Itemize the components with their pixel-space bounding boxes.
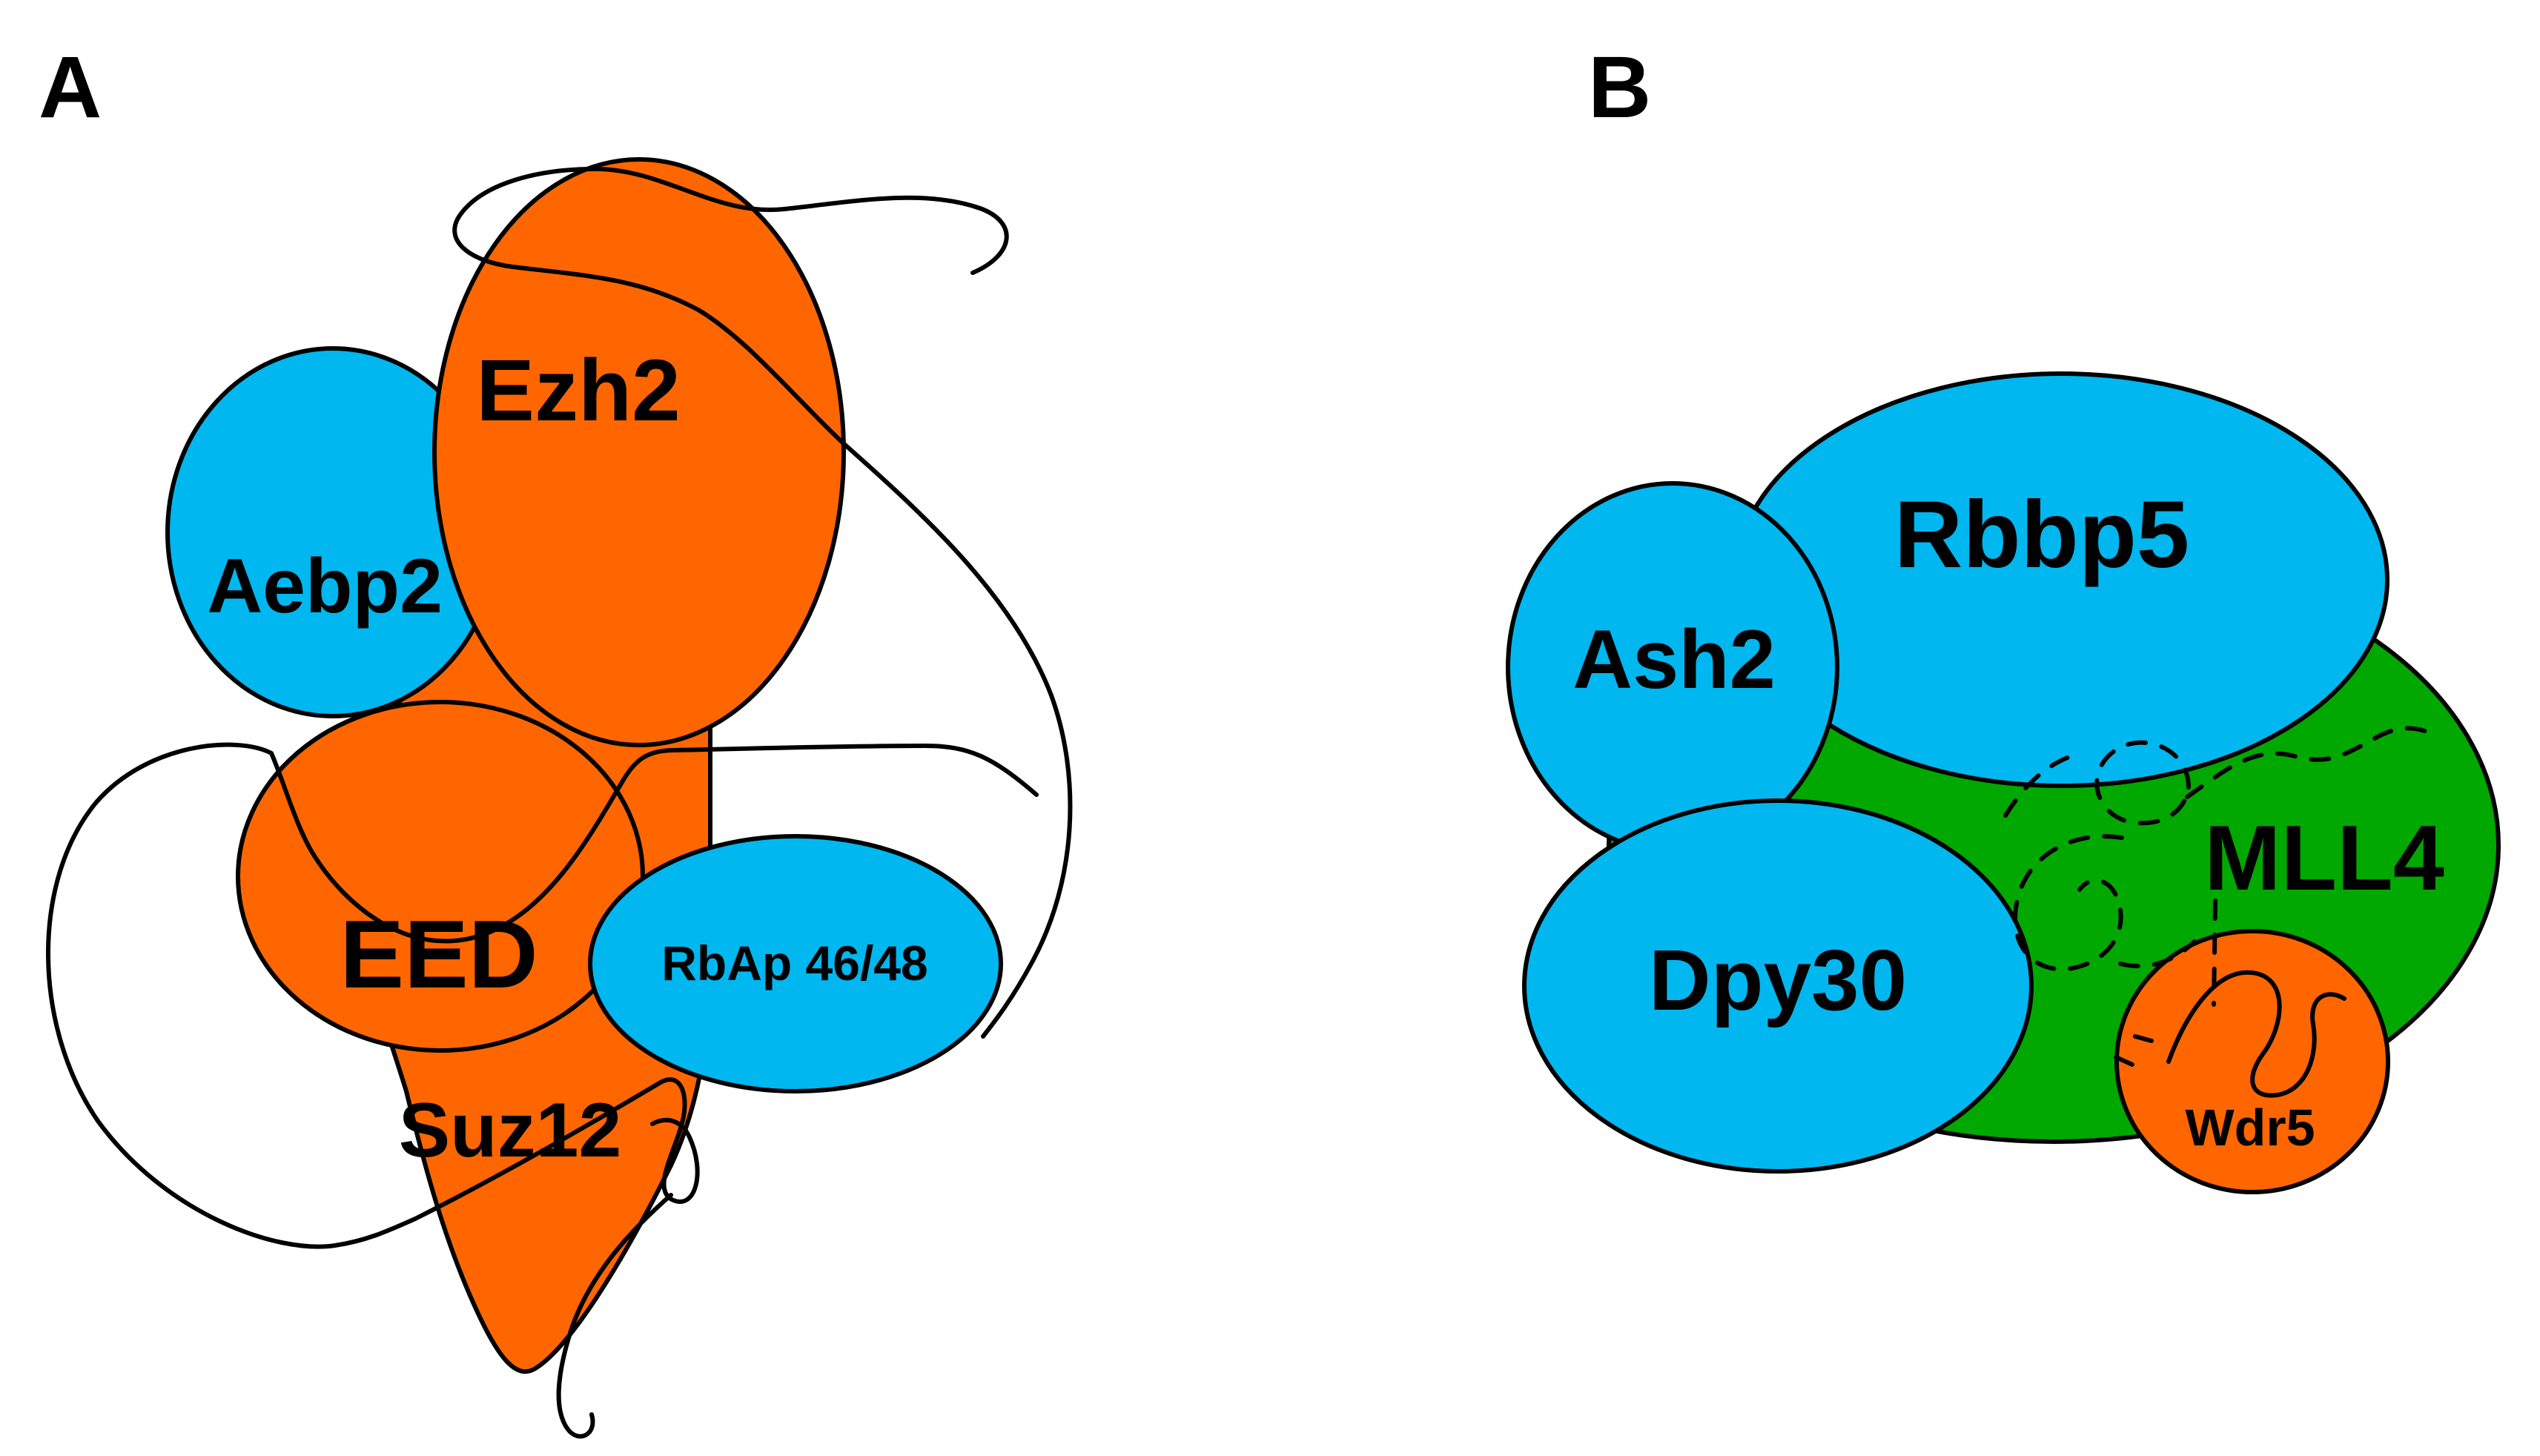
rbap4648-shape [588, 834, 1003, 1093]
mll4-dashed-strand [2003, 726, 2434, 1067]
rbap4648-label: RbAp 46/48 [661, 936, 927, 990]
ash2-label: Ash2 [1572, 613, 1776, 706]
wdr5-strand [2166, 970, 2346, 1098]
panel-a: A Ezh2 Aebp2 EED RbAp 46/48 Suz12 [39, 39, 1073, 1439]
dpy30-shape [1522, 798, 2034, 1174]
mll4-label: MLL4 [2204, 807, 2444, 910]
strand-suz12-loop-and-tail [413, 1077, 700, 1439]
panel-a-letter: A [39, 39, 102, 136]
eed-label: EED [340, 900, 538, 1008]
panel-b: B Rbbp5 Ash2 Dpy30 MLL4 Wdr5 [1506, 39, 2501, 1194]
suz12-label: Suz12 [399, 1088, 622, 1174]
strand-left-loop-through-eed [46, 742, 1039, 1249]
ezh2-shape [432, 157, 846, 747]
aebp2-label: Aebp2 [207, 543, 443, 629]
ezh2-label: Ezh2 [476, 342, 680, 440]
rbbp5-label: Rbbp5 [1894, 482, 2189, 588]
panel-b-letter: B [1588, 39, 1651, 136]
wdr5-label: Wdr5 [2186, 1099, 2315, 1156]
dpy30-label: Dpy30 [1649, 932, 1907, 1028]
strand-top-and-right-loop [452, 166, 1073, 1039]
